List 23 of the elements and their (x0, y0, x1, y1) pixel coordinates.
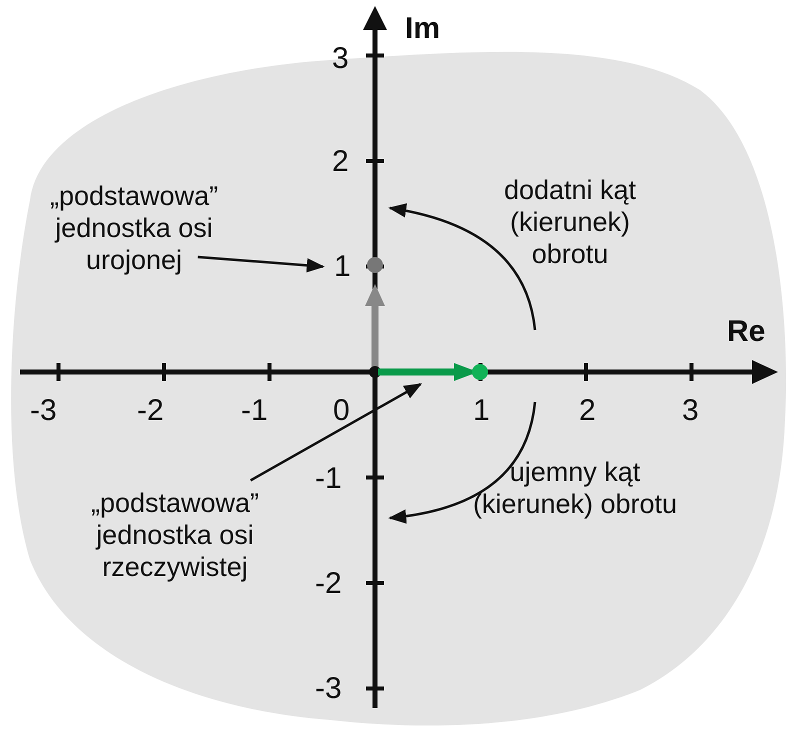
axis-label: Re (727, 315, 766, 349)
annotation-text: „podstawowa” jednostka osi urojonej (50, 180, 218, 320)
tick-label: 1 (334, 250, 351, 284)
tick-label: -2 (137, 394, 164, 428)
tick-label: -3 (315, 672, 342, 706)
leader-line (250, 383, 422, 482)
annotation-text: ujemny kąt (kierunek) obrotu (472, 456, 678, 520)
tick-label: 0 (333, 394, 350, 428)
tick-label: 3 (682, 394, 699, 428)
tick-label: 1 (473, 394, 490, 428)
tick-label: -1 (241, 394, 268, 428)
unit-point (367, 257, 383, 273)
annotation-text: dodatni kąt (kierunek) obrotu (502, 174, 638, 270)
unit-vector (378, 361, 490, 383)
tick-label: -2 (315, 567, 342, 601)
tick-label: -1 (315, 462, 342, 496)
tick-label: 3 (332, 42, 349, 76)
annotation-text: „podstawowa” jednostka osi rzeczywistej (40, 487, 310, 597)
leader-line (198, 256, 325, 273)
tick-label: 2 (579, 394, 596, 428)
tick-label: -3 (30, 394, 57, 428)
axis-label: Im (405, 12, 440, 46)
tick-label: 2 (332, 145, 349, 179)
